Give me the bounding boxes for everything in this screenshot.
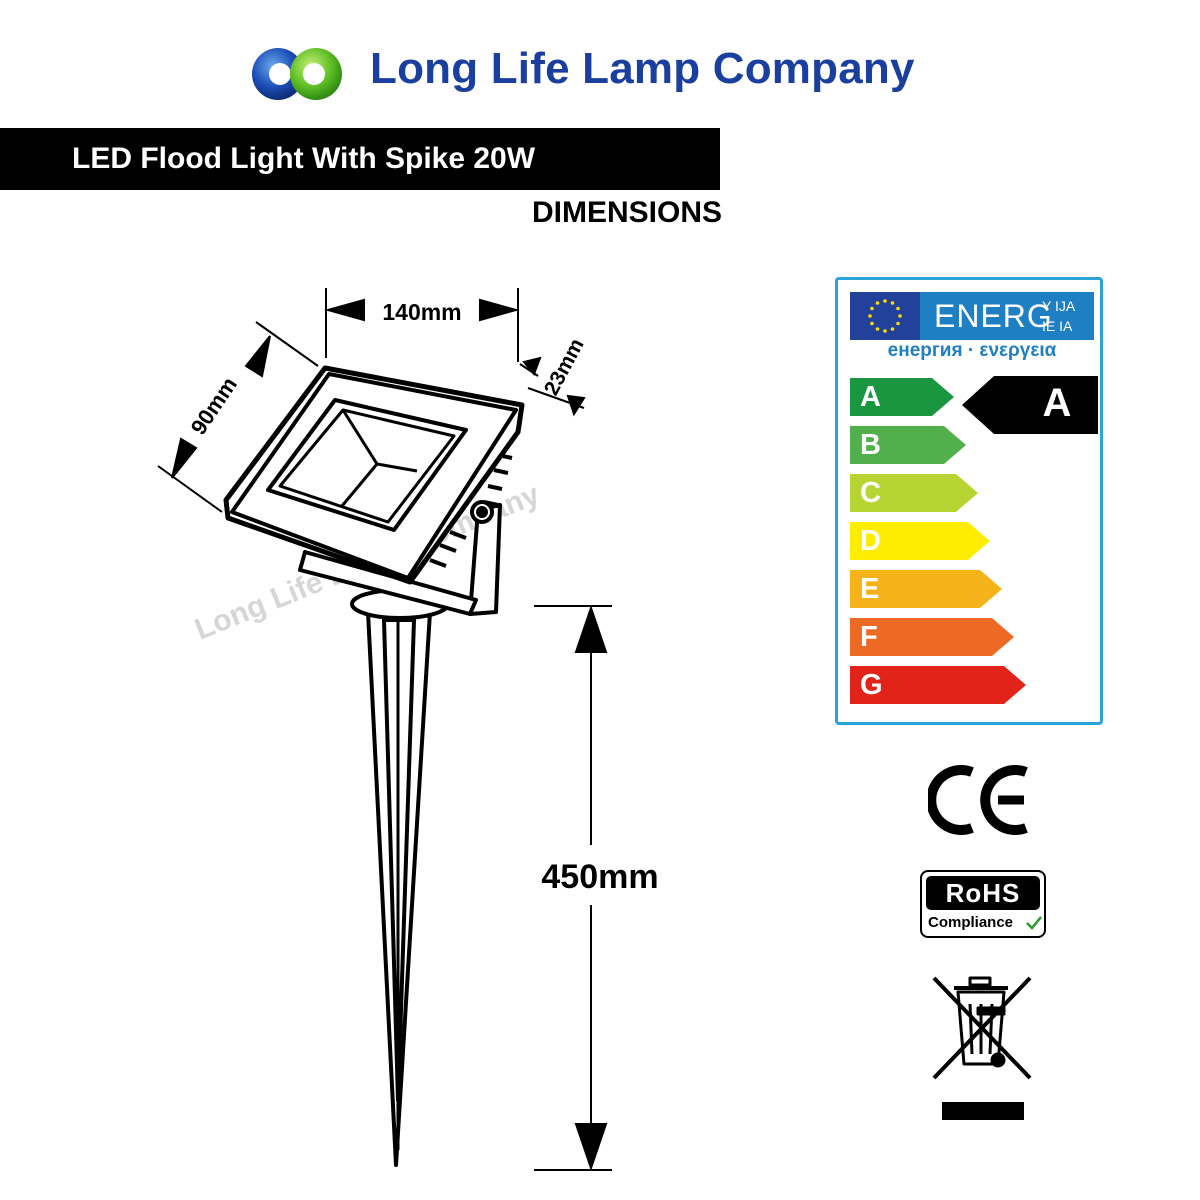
- energy-header-suffix-top: Y IJA: [1042, 298, 1076, 314]
- energy-class-letter: A: [860, 381, 881, 413]
- rohs-title: RoHS: [926, 876, 1040, 910]
- energy-header-word: ENERG: [934, 298, 1053, 334]
- energy-class-bar: [850, 474, 978, 512]
- energy-rating-arrow: [962, 376, 1098, 434]
- height-dimension: [157, 321, 319, 513]
- energy-class-f: F: [850, 618, 1014, 656]
- rohs-subtitle: Compliance: [928, 914, 1014, 931]
- energy-class-bar: [850, 378, 954, 416]
- eu-flag-icon: [850, 292, 920, 340]
- energy-class-b: B: [850, 426, 966, 464]
- energy-rating-letter: A: [1042, 381, 1072, 425]
- width-dimension: [324, 288, 520, 362]
- energy-class-letter: C: [860, 477, 881, 509]
- energy-class-letter: B: [860, 429, 881, 461]
- depth-dimension: [519, 356, 586, 417]
- product-title: LED Flood Light With Spike 20W: [72, 142, 536, 175]
- ground-spike: [366, 610, 432, 1167]
- energy-class-g: G: [850, 666, 1026, 704]
- energy-class-a: A: [850, 378, 954, 416]
- energy-class-c: C: [850, 474, 978, 512]
- energy-label-header: ENERG Y IJA IE IA: [850, 292, 1094, 340]
- height-label: 90mm: [186, 372, 242, 439]
- energy-class-letter: D: [860, 525, 881, 557]
- depth-label: 23mm: [540, 335, 589, 399]
- energy-class-d: D: [850, 522, 990, 560]
- energy-class-letter: G: [860, 669, 883, 701]
- section-heading: DIMENSIONS: [531, 196, 722, 229]
- company-logo-icon: [252, 48, 342, 100]
- ce-mark-icon: [928, 765, 1028, 835]
- rohs-compliance-badge: RoHS Compliance: [920, 870, 1046, 938]
- energy-label-subtitle: енергия · ενεργεια: [887, 340, 1057, 361]
- title-bar: LED Flood Light With Spike 20W: [0, 128, 720, 190]
- spike-length-label: 450mm: [541, 858, 658, 896]
- energy-class-e: E: [850, 570, 1002, 608]
- energy-header-suffix-bottom: IE IA: [1042, 318, 1073, 334]
- crossed-out-bin-icon: [932, 976, 1032, 1120]
- energy-class-letter: F: [860, 621, 878, 653]
- width-label: 140mm: [382, 299, 461, 325]
- energy-class-bar: [850, 666, 1026, 704]
- energy-class-bar: [850, 618, 1014, 656]
- company-name: Long Life Lamp Company: [370, 44, 915, 93]
- mounting-bracket: [298, 500, 502, 620]
- checkmark-icon: [1026, 916, 1042, 930]
- energy-class-bar: [850, 522, 990, 560]
- energy-class-letter: E: [860, 573, 880, 605]
- flood-light-housing: [223, 365, 525, 585]
- energy-class-bar: [850, 426, 966, 464]
- spike-length-dimension: [534, 604, 612, 1172]
- flood-light-diagram: Long Life Lamp Company: [157, 288, 659, 1172]
- energy-class-bar: [850, 570, 1002, 608]
